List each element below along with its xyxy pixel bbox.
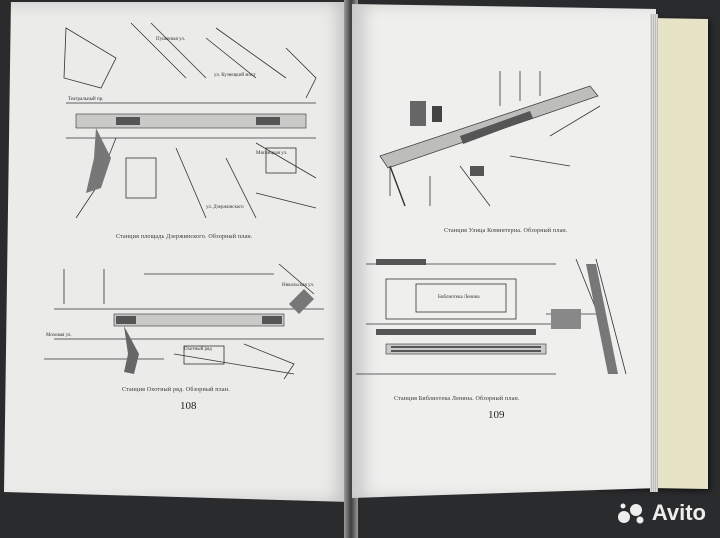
map-label: Охотный ряд — [184, 347, 212, 352]
map-label: Пушечная ул. — [156, 37, 185, 42]
plan-dzerzhinsky-square: Пушечная ул. ул. Кузнецкий мост Театраль… — [63, 22, 317, 219]
plan-biblioteka-lenina: Библиотека Ленина — [356, 258, 627, 375]
right-page: Станция Улица Коминтерна. Обзорный план. — [352, 4, 656, 498]
map-label: ул. Дзержинского — [206, 205, 244, 210]
avito-watermark: Avito — [616, 500, 706, 526]
avito-logo-icon — [617, 503, 644, 524]
page-number-right: 109 — [488, 409, 505, 421]
caption-bottom-right: Станция Библиотека Ленина. Обзорный план… — [394, 396, 520, 402]
plan-ulitsa-kominterna — [379, 71, 601, 207]
map-label: Мясницкая ул. — [256, 151, 287, 156]
avito-label: Avito — [651, 500, 706, 525]
caption-top-left: Станция площадь Дзержинского. Обзорный п… — [116, 234, 253, 240]
map-label: Библиотека Ленина — [438, 295, 480, 300]
map-label: ул. Кузнецкий мост — [214, 73, 256, 78]
map-label: Никольская ул. — [282, 283, 314, 288]
page-number-left: 108 — [180, 400, 197, 412]
map-label: Моховая ул. — [46, 333, 72, 338]
left-page: Пушечная ул. ул. Кузнецкий мост Театраль… — [4, 2, 350, 502]
map-label: Театральный пр. — [68, 97, 103, 102]
page-edges — [650, 14, 658, 492]
caption-bottom-left: Станция Охотный ряд. Обзорный план. — [122, 387, 230, 393]
caption-top-right: Станция Улица Коминтерна. Обзорный план. — [444, 228, 568, 234]
plan-okhotny-ryad: Моховая ул. Охотный ряд Никольская ул. — [44, 264, 324, 380]
